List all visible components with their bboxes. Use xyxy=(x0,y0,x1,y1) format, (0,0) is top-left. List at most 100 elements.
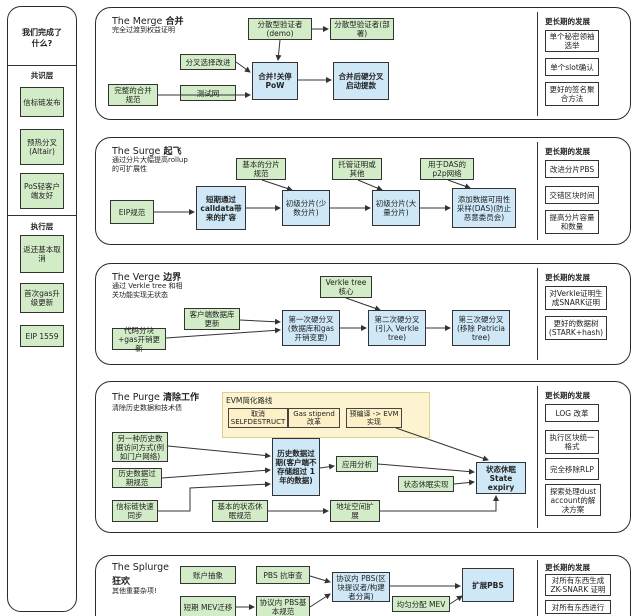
purge-history-expiry: 历史数据过期(客户端不存储超过 1 年的数据) xyxy=(272,438,320,496)
purge-title: The Purge 清除工作 xyxy=(112,392,200,403)
purge-right-item-2: 执行区块统一格式 xyxy=(545,430,599,454)
verge-gas-cost: 代码分块+gas开销更新 xyxy=(112,326,166,353)
purge-right-item-3: 完全移除RLP xyxy=(545,458,599,480)
purge-right-item-4: 探索处理dust account的解决方案 xyxy=(545,484,601,516)
arrow xyxy=(167,445,271,459)
surge-right-item-1: 改进分片PBS xyxy=(545,160,599,178)
merge-right-item-3: 更好的签名聚合方法 xyxy=(545,82,599,106)
splurge-pbs-review: PBS 抗审查 xyxy=(256,566,310,584)
verge-right-item-2: 更好的数据树(STARK+hash) xyxy=(545,316,607,340)
surge-right-header: 更长期的发展 xyxy=(545,147,590,156)
arrow xyxy=(453,479,475,486)
merge-post-fork: 合并后硬分叉启动提款 xyxy=(333,62,389,100)
purge-state-expiry-cn: 状态休眠 xyxy=(486,464,516,474)
arrow xyxy=(275,39,282,61)
surge-initial-shard: 初级分片(少数分片) xyxy=(282,190,330,226)
merge-node: 合并!关停PoW xyxy=(252,62,298,100)
purge-state-expiry: 状态休眠 State expiry xyxy=(476,462,526,494)
merge-right-header: 更长期的发展 xyxy=(545,17,590,26)
arrow xyxy=(377,463,475,475)
surge-initial-shard-many: 初级分片(大量分片) xyxy=(372,190,420,226)
arrow xyxy=(158,481,271,512)
consensus-header: 共识层 xyxy=(30,71,54,80)
arrow xyxy=(309,575,331,584)
splurge-title-cn: 狂欢 xyxy=(112,577,131,587)
surge-calldata: 短期通过calldata带来的扩容 xyxy=(196,186,246,230)
execution-item-gas: 首次gas升级更新 xyxy=(20,283,64,313)
splurge-mev-share: 均匀分配 MEV xyxy=(392,596,450,612)
surge-das-p2p: 用于DAS的p2p网络 xyxy=(420,158,474,180)
consensus-item-pos: PoS轻客户端友好 xyxy=(20,173,64,209)
arrow xyxy=(239,318,281,325)
consensus-item-beacon: 信标链发布 xyxy=(20,87,64,117)
splurge-right-item-1: 对所有东西生成ZK-SNARK 证明 xyxy=(545,574,611,596)
surge-right-item-2: 交错区块时间 xyxy=(545,186,599,204)
evm-roadmap-title: EVM简化路线 xyxy=(226,396,273,405)
merge-title: The Merge 合并 xyxy=(112,16,184,27)
sidebar-title: 我们完成了什么? xyxy=(22,28,62,48)
arrow xyxy=(161,467,271,479)
merge-right-item-2: 单个slot确认 xyxy=(545,58,599,76)
purge-state-impl: 状态休眠实现 xyxy=(398,476,454,492)
splurge-account-abs: 账户抽象 xyxy=(180,566,236,584)
arrow xyxy=(380,495,499,512)
verge-subtitle: 通过 Verkle tree 和相关功能实现无状态 xyxy=(112,282,183,299)
surge-title: The Surge 起飞 xyxy=(112,146,182,157)
splurge-pbs-spec: 协议内 PBS基本规范 xyxy=(256,596,310,616)
surge-custody: 托管证明或其他 xyxy=(332,158,382,180)
merge-testnet: 测试网 xyxy=(180,85,236,101)
evm-item-precompile: 预编译 -> EVM 实现 xyxy=(346,408,402,428)
splurge-right-header: 更长期的发展 xyxy=(545,563,590,572)
purge-right-header: 更长期的发展 xyxy=(545,391,590,400)
merge-validator-deploy: 分散型验证者(部署) xyxy=(330,18,394,40)
purge-history-spec: 历史数据过期规范 xyxy=(112,468,162,488)
surge-basic-spec: 基本的分片规范 xyxy=(236,158,286,180)
verge-fork-1: 第一次硬分叉(数据库和gas开销变更) xyxy=(282,310,340,346)
verge-client-db: 客户端数据库更新 xyxy=(184,308,240,330)
arrow xyxy=(165,327,281,339)
arrow xyxy=(345,297,381,312)
consensus-item-altair: 预热分叉(Altair) xyxy=(20,129,64,165)
purge-subtitle: 清除历史数据和技术债 xyxy=(112,404,182,412)
splurge-short-mev: 短期 MEV迁移 xyxy=(180,596,236,616)
merge-subtitle: 完全过渡到权益证明 xyxy=(112,26,175,34)
splurge-subtitle: 其他重要杂项! xyxy=(112,587,157,595)
surge-panel xyxy=(95,137,631,245)
purge-app-analysis: 应用分析 xyxy=(336,456,378,472)
purge-addr-space: 地址空间扩展 xyxy=(330,500,380,522)
merge-full-spec: 完整的合并规范 xyxy=(108,84,158,106)
evm-item-gas-stipend: Gas stipend改革 xyxy=(288,408,340,428)
verge-right-item-1: 对Verkle证明生成SNARK证明 xyxy=(545,286,607,310)
arrow xyxy=(395,427,489,462)
execution-item-eip1559: EIP 1559 xyxy=(20,325,64,347)
verge-fork-2: 第二次硬分叉(引入 Verkle tree) xyxy=(368,310,426,346)
surge-das: 添加数据可用性采样(DAS)(防止恶意委员会) xyxy=(452,188,516,228)
surge-subtitle: 通过分片大幅提高rollup 的可扩展性 xyxy=(112,156,188,173)
arrow xyxy=(261,179,293,192)
splurge-pbs-builder: 协议内 PBS(区块提议者/构建者分离) xyxy=(332,572,390,602)
arrow xyxy=(235,61,251,73)
splurge-expand-pbs: 扩展PBS xyxy=(462,568,514,602)
verge-verkle-core: Verkle tree核心 xyxy=(320,276,372,298)
purge-beacon-sync: 信标链快速同步 xyxy=(112,500,158,522)
arrow xyxy=(309,593,331,608)
merge-right-item-1: 单个秘密领袖选举 xyxy=(545,30,599,52)
arrow xyxy=(319,463,335,470)
execution-header: 执行层 xyxy=(30,222,54,231)
purge-alt-history: 另一种历史数据访问方式(例如门户网络) xyxy=(112,432,168,462)
splurge-title-en: The Splurge xyxy=(112,562,170,573)
arrow xyxy=(449,595,463,605)
sidebar-panel: 我们完成了什么? 共识层 信标链发布 预热分叉(Altair) PoS轻客户端友… xyxy=(7,6,77,612)
splurge-right-item-2: 对所有东西进行 xyxy=(545,600,611,614)
evm-item-selfdestruct: 取消SELFDESTRUCT xyxy=(228,408,288,428)
purge-basic-state: 基本的状态休眠规范 xyxy=(212,500,268,522)
arrow xyxy=(357,179,383,191)
verge-right-header: 更长期的发展 xyxy=(545,273,590,282)
verge-title: The Verge 边界 xyxy=(112,272,182,283)
surge-eip: EIP规范 xyxy=(110,200,154,224)
merge-fork-choice: 分叉选择改进 xyxy=(180,54,236,70)
surge-right-item-3: 提高分片容量和数量 xyxy=(545,210,599,234)
arrow xyxy=(447,179,471,190)
execution-item-refund: 返还基本取消 xyxy=(20,235,64,273)
